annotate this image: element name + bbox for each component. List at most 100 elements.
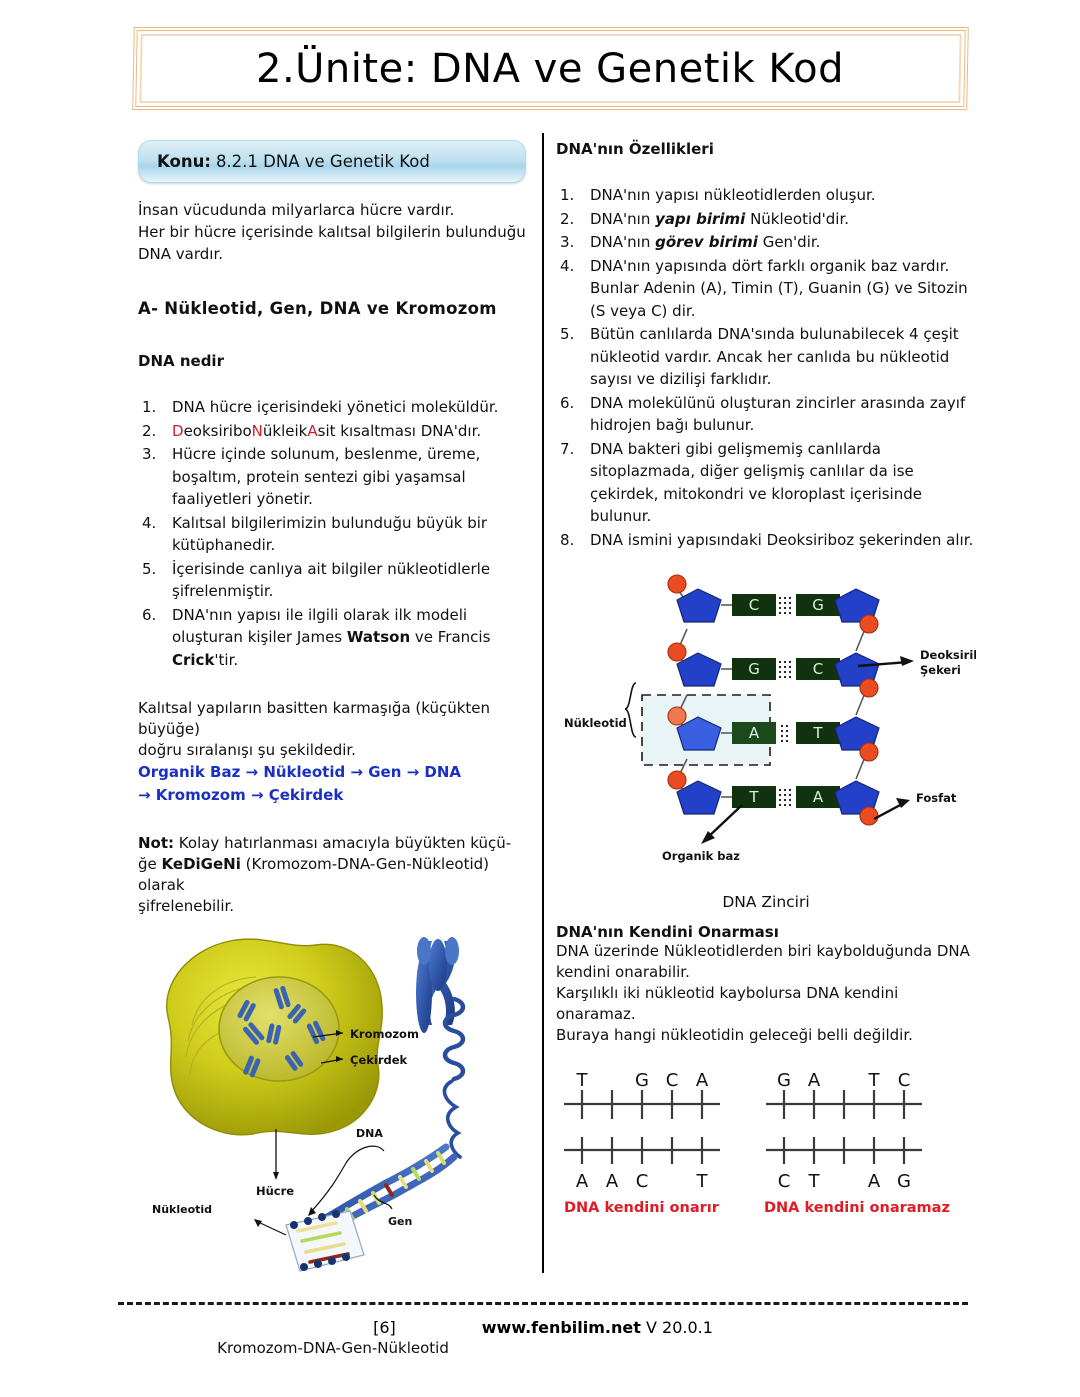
label-kromozom: Kromozom: [350, 1027, 419, 1041]
hierarchy-chain: Organik Baz → Nükleotid → Gen → DNA → Kr…: [138, 761, 528, 807]
subheading-dna-nedir: DNA nedir: [138, 352, 224, 370]
repair-bottom-base: T: [696, 1171, 709, 1192]
repair-bottom-base: G: [897, 1171, 911, 1192]
onarma-line-1: DNA üzerinde Nükleotidlerden biri kaybol…: [556, 942, 970, 960]
list-item: DNA bakteri gibi gelişmemiş canlılarda s…: [560, 438, 922, 526]
repair-top-base: C: [666, 1070, 679, 1091]
sugar-pentagon: [834, 780, 880, 815]
hydrogen-bond-dots: [778, 660, 792, 679]
base-letter-right: T: [812, 724, 823, 742]
dna-ozellikleri-list: DNA'nın yapısı nükleotidlerden oluşur. D…: [556, 184, 976, 551]
repair-caption-right: DNA kendini onaramaz: [764, 1200, 950, 1216]
highlight-d: D: [172, 421, 184, 440]
repair-top-base: A: [808, 1070, 821, 1091]
repair-caption-left: DNA kendini onarır: [564, 1200, 720, 1216]
hydrogen-bond-dots: [780, 724, 789, 743]
section-heading-a: A- Nükleotid, Gen, DNA ve Kromozom: [138, 299, 497, 318]
repair-top-base: T: [868, 1070, 881, 1091]
text-between: ve Francis: [410, 628, 491, 646]
list-item: DNA'nın yapısında dört farklı organik ba…: [560, 255, 968, 320]
footer: [6] www.fenbilim.net V 20.0.1: [118, 1318, 968, 1337]
dna-row: A T: [676, 716, 880, 751]
note-line-2: ğe KeDiGeNi (Kromozom-DNA-Gen-Nükleotid)…: [138, 854, 528, 896]
label-nukleotid: Nükleotid: [564, 716, 627, 730]
base-letter-right: G: [812, 596, 824, 614]
list-item: DNA ismini yapısındaki Deoksiriboz şeker…: [560, 529, 974, 551]
version-label: V 20.0.1: [646, 1318, 713, 1337]
base-letter-right: C: [813, 660, 823, 678]
note-keyword: KeDiGeNi: [161, 855, 241, 873]
dna-row: G C: [676, 652, 880, 687]
label-fosfat: Fosfat: [916, 791, 957, 805]
repair-bottom-base: C: [636, 1171, 649, 1192]
text-ukleik: ükleik: [262, 421, 308, 440]
highlight-a: A: [307, 421, 318, 440]
column-divider: [542, 133, 544, 1273]
label-hucre: Hücre: [256, 1184, 294, 1198]
dna-nedir-list: DNA hücre içerisindeki yönetici moleküld…: [138, 396, 528, 671]
base-box-right: [796, 658, 840, 680]
dna-repair-svg: T G C A: [564, 1070, 950, 1216]
helix-callouts: [255, 1145, 393, 1236]
repair-bottom-base: A: [868, 1171, 881, 1192]
cell-chromosome-svg: Kromozom Çekirdek Hücre: [152, 937, 466, 1272]
text-b: Gen'dir.: [757, 233, 821, 251]
label-deoksiriboz-line1: Deoksiribo: [920, 648, 976, 662]
repair-top-base: G: [635, 1070, 649, 1091]
onarma-paragraph: DNA üzerinde Nükleotidlerden biri kaybol…: [556, 941, 976, 1046]
repair-bottom-base: A: [606, 1171, 619, 1192]
chromosomes-cluster: [237, 985, 326, 1078]
list-item: İçerisinde canlıya ait bilgiler nükleoti…: [142, 558, 491, 601]
base-letter-left: A: [749, 724, 760, 742]
scientist-crick: Crick: [172, 650, 215, 669]
label-dna: DNA: [356, 1127, 383, 1140]
topic-label: Konu:: [157, 152, 211, 171]
repair-top-base: A: [696, 1070, 709, 1091]
label-cekirdek: Çekirdek: [350, 1053, 408, 1067]
topic-banner: Konu: 8.2.1 DNA ve Genetik Kod: [138, 140, 526, 183]
label-nukleotid: Nükleotid: [152, 1203, 212, 1216]
note-block: Not: Kolay hatırlanması amacıyla büyükte…: [138, 833, 528, 917]
phosphate-group: [667, 574, 879, 826]
sugar-pentagon: [676, 588, 722, 623]
chromatin-coil: [442, 996, 466, 1082]
repair-top-base: G: [777, 1070, 791, 1091]
list-item: Hücre içinde solunum, beslenme, üreme, b…: [142, 443, 481, 508]
intro-line-2: Her bir hücre içerisinde kalıtsal bilgil…: [138, 223, 526, 241]
text-a: DNA'nın: [590, 209, 656, 228]
heading-dna-ozellikleri: DNA'nın Özellikleri: [556, 140, 714, 158]
base-box-left: [732, 594, 776, 616]
list-item: Kalıtsal bilgilerimizin bulunduğu büyük …: [142, 512, 488, 555]
right-column: DNA'nın Özellikleri DNA'nın yapısı nükle…: [556, 140, 990, 1229]
cell-figure-caption: Kromozom-DNA-Gen-Nükleotid: [217, 1339, 449, 1357]
chromosome-large: [416, 937, 459, 1033]
repair-top-base: T: [576, 1070, 589, 1091]
emph-yapi-birimi: yapı birimi: [655, 209, 746, 228]
site-url: www.fenbilim.net: [481, 1318, 641, 1337]
text-a: DNA'nın: [590, 233, 656, 251]
repair-figure-left: T G C A: [564, 1070, 720, 1216]
onarma-line-2: kendini onarabilir.: [556, 963, 690, 981]
dna-chain-figure: Nükleotid: [556, 567, 990, 911]
dna-unwind-strand: [442, 1079, 462, 1159]
hierarchy-chain-line-1: Organik Baz → Nükleotid → Gen → DNA: [138, 763, 462, 781]
emph-gorev-birimi: görev birimi: [655, 233, 758, 251]
sugar-pentagon: [676, 780, 722, 815]
page-title: 2.Ünite: DNA ve Genetik Kod: [256, 45, 845, 92]
footer-divider: [118, 1302, 968, 1305]
note-text-2-suffix: (Kromozom-DNA-Gen-Nükleotid) olarak: [138, 855, 490, 894]
page-number: [6]: [373, 1318, 396, 1337]
nucleotide-zoom-box: [285, 1210, 365, 1272]
dna-repair-figures: T G C A: [556, 1064, 976, 1229]
note-text-2-prefix: ğe: [138, 855, 162, 873]
base-letter-right: A: [813, 788, 824, 806]
intro-line-3: DNA vardır.: [138, 245, 224, 263]
base-box-right: [796, 786, 840, 808]
hydrogen-bond-dots: [778, 788, 792, 807]
repair-top-base: C: [898, 1070, 911, 1091]
sugar-pentagon: [676, 716, 722, 751]
base-box-left: [732, 786, 776, 808]
list-item: DNA'nın görev birimi Gen'dir.: [556, 231, 976, 254]
footer-site-group: www.fenbilim.net V 20.0.1: [482, 1318, 713, 1337]
note-text-1: Kolay hatırlanması amacıyla büyükten küç…: [174, 834, 512, 852]
